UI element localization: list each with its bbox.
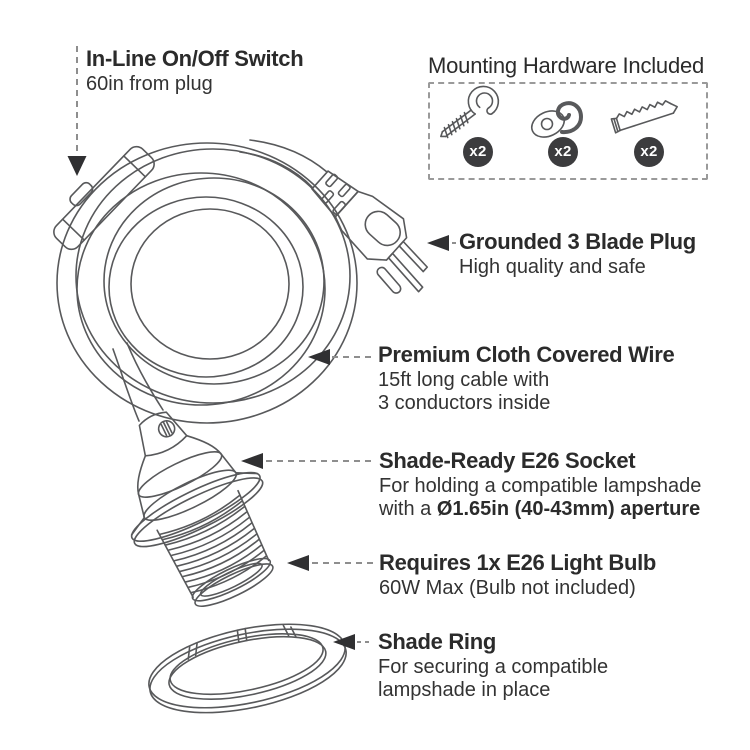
plug-title: Grounded 3 Blade Plug <box>459 229 696 254</box>
socket-subtitle-line1: For holding a compatible lampshade <box>379 475 702 497</box>
plug-callout: Grounded 3 Blade Plug High quality and s… <box>459 230 696 279</box>
bulb-title: Requires 1x E26 Light Bulb <box>379 550 657 575</box>
plug-drawing <box>311 170 429 294</box>
wire-subtitle-line1: 15ft long cable with <box>378 369 550 391</box>
wire-title: Premium Cloth Covered Wire <box>378 342 675 367</box>
ring-arrow <box>333 634 372 650</box>
hardware-qty-badge: x2 <box>634 137 664 167</box>
switch-subtitle: 60in from plug <box>86 73 213 95</box>
wire-subtitle-line2: 3 conductors inside <box>378 392 551 414</box>
socket-subtitle-line2: with a Ø1.65in (40-43mm) aperture <box>379 498 701 521</box>
wall-anchor-icon <box>610 100 678 134</box>
socket-aperture-prefix: with a <box>379 498 437 520</box>
socket-drawing <box>130 411 274 607</box>
ring-subtitle-line2: lampshade in place <box>378 679 551 701</box>
plug-subtitle: High quality and safe <box>459 256 646 278</box>
socket-callout: Shade-Ready E26 Socket For holding a com… <box>379 449 701 521</box>
cord-coil-drawing <box>56 139 358 424</box>
switch-arrow <box>67 46 87 176</box>
ring-title: Shade Ring <box>378 629 497 654</box>
bulb-arrow <box>287 555 373 571</box>
socket-aperture-spec: Ø1.65in (40-43mm) aperture <box>436 498 701 520</box>
hardware-qty-badge: x2 <box>548 137 578 167</box>
hardware-qty-badge: x2 <box>463 137 493 167</box>
swag-hook-icon <box>530 101 583 138</box>
switch-title: In-Line On/Off Switch <box>86 46 304 71</box>
hardware-box <box>428 82 708 180</box>
switch-callout: In-Line On/Off Switch 60in from plug <box>86 46 304 96</box>
bulb-callout: Requires 1x E26 Light Bulb 60W Max (Bulb… <box>379 551 656 600</box>
ceiling-hook-icon <box>440 85 500 139</box>
socket-title: Shade-Ready E26 Socket <box>379 448 636 473</box>
socket-arrow <box>241 453 373 469</box>
shade-ring-drawing <box>148 623 347 714</box>
wire-callout: Premium Cloth Covered Wire 15ft long cab… <box>378 342 675 415</box>
plug-arrow <box>427 235 461 251</box>
hardware-box-title: Mounting Hardware Included <box>428 53 705 78</box>
bulb-subtitle: 60W Max (Bulb not included) <box>379 577 636 599</box>
wire-arrow <box>308 349 373 365</box>
ring-callout: Shade Ring For securing a compatible lam… <box>378 630 608 702</box>
inline-switch-drawing <box>53 145 155 251</box>
ring-subtitle-line1: For securing a compatible <box>378 656 609 678</box>
leader-arrows <box>67 46 461 650</box>
